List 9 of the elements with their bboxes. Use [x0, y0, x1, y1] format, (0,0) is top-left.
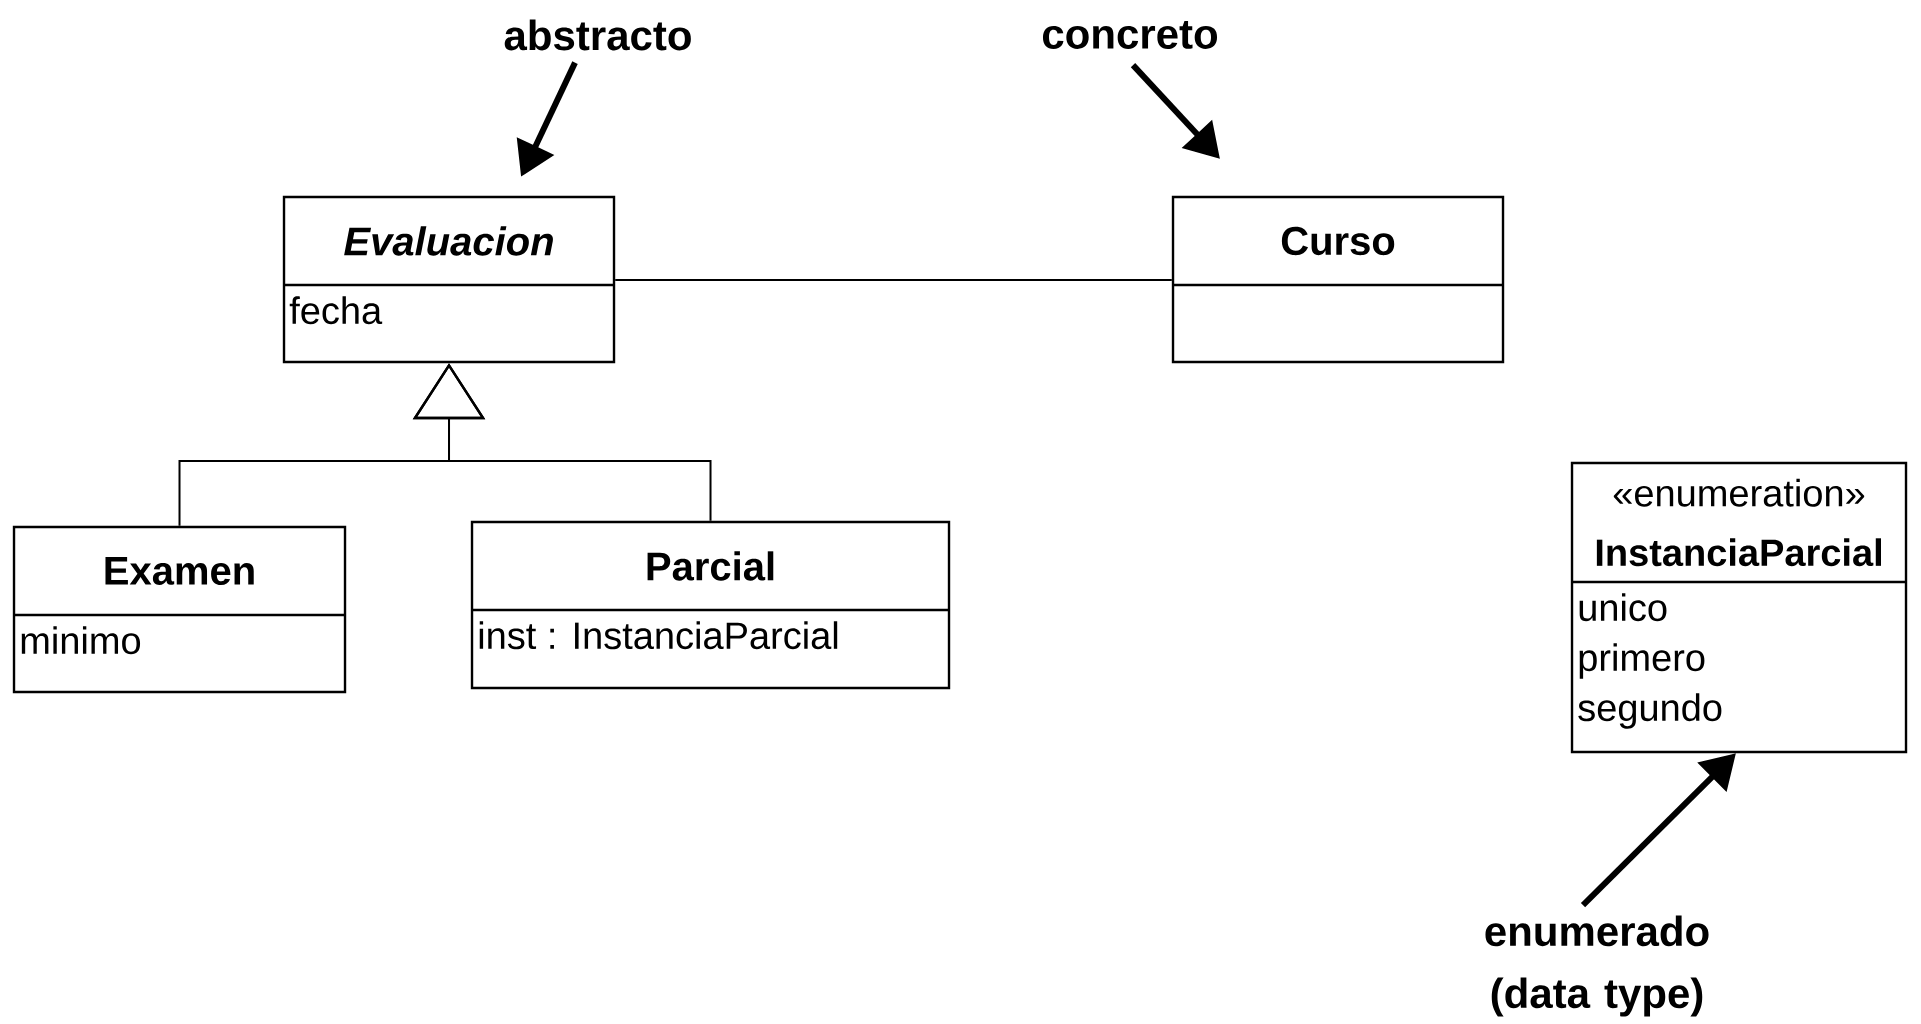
association-line — [614, 279, 1173, 281]
class-box: Parcial inst : InstanciaParcial — [470, 520, 951, 690]
annotation-text: concreto — [1042, 21, 1218, 49]
annotation-text: abstracto — [504, 19, 691, 51]
class-box: Curso — [1171, 195, 1505, 364]
class-box: «enumeration» InstanciaParcial unico primero segundo — [1570, 461, 1908, 754]
annotation-text: enumerado (data type) — [1485, 915, 1709, 1017]
class-box: Examen minimo — [12, 525, 347, 694]
class-box: Evaluacion fecha — [282, 195, 616, 364]
